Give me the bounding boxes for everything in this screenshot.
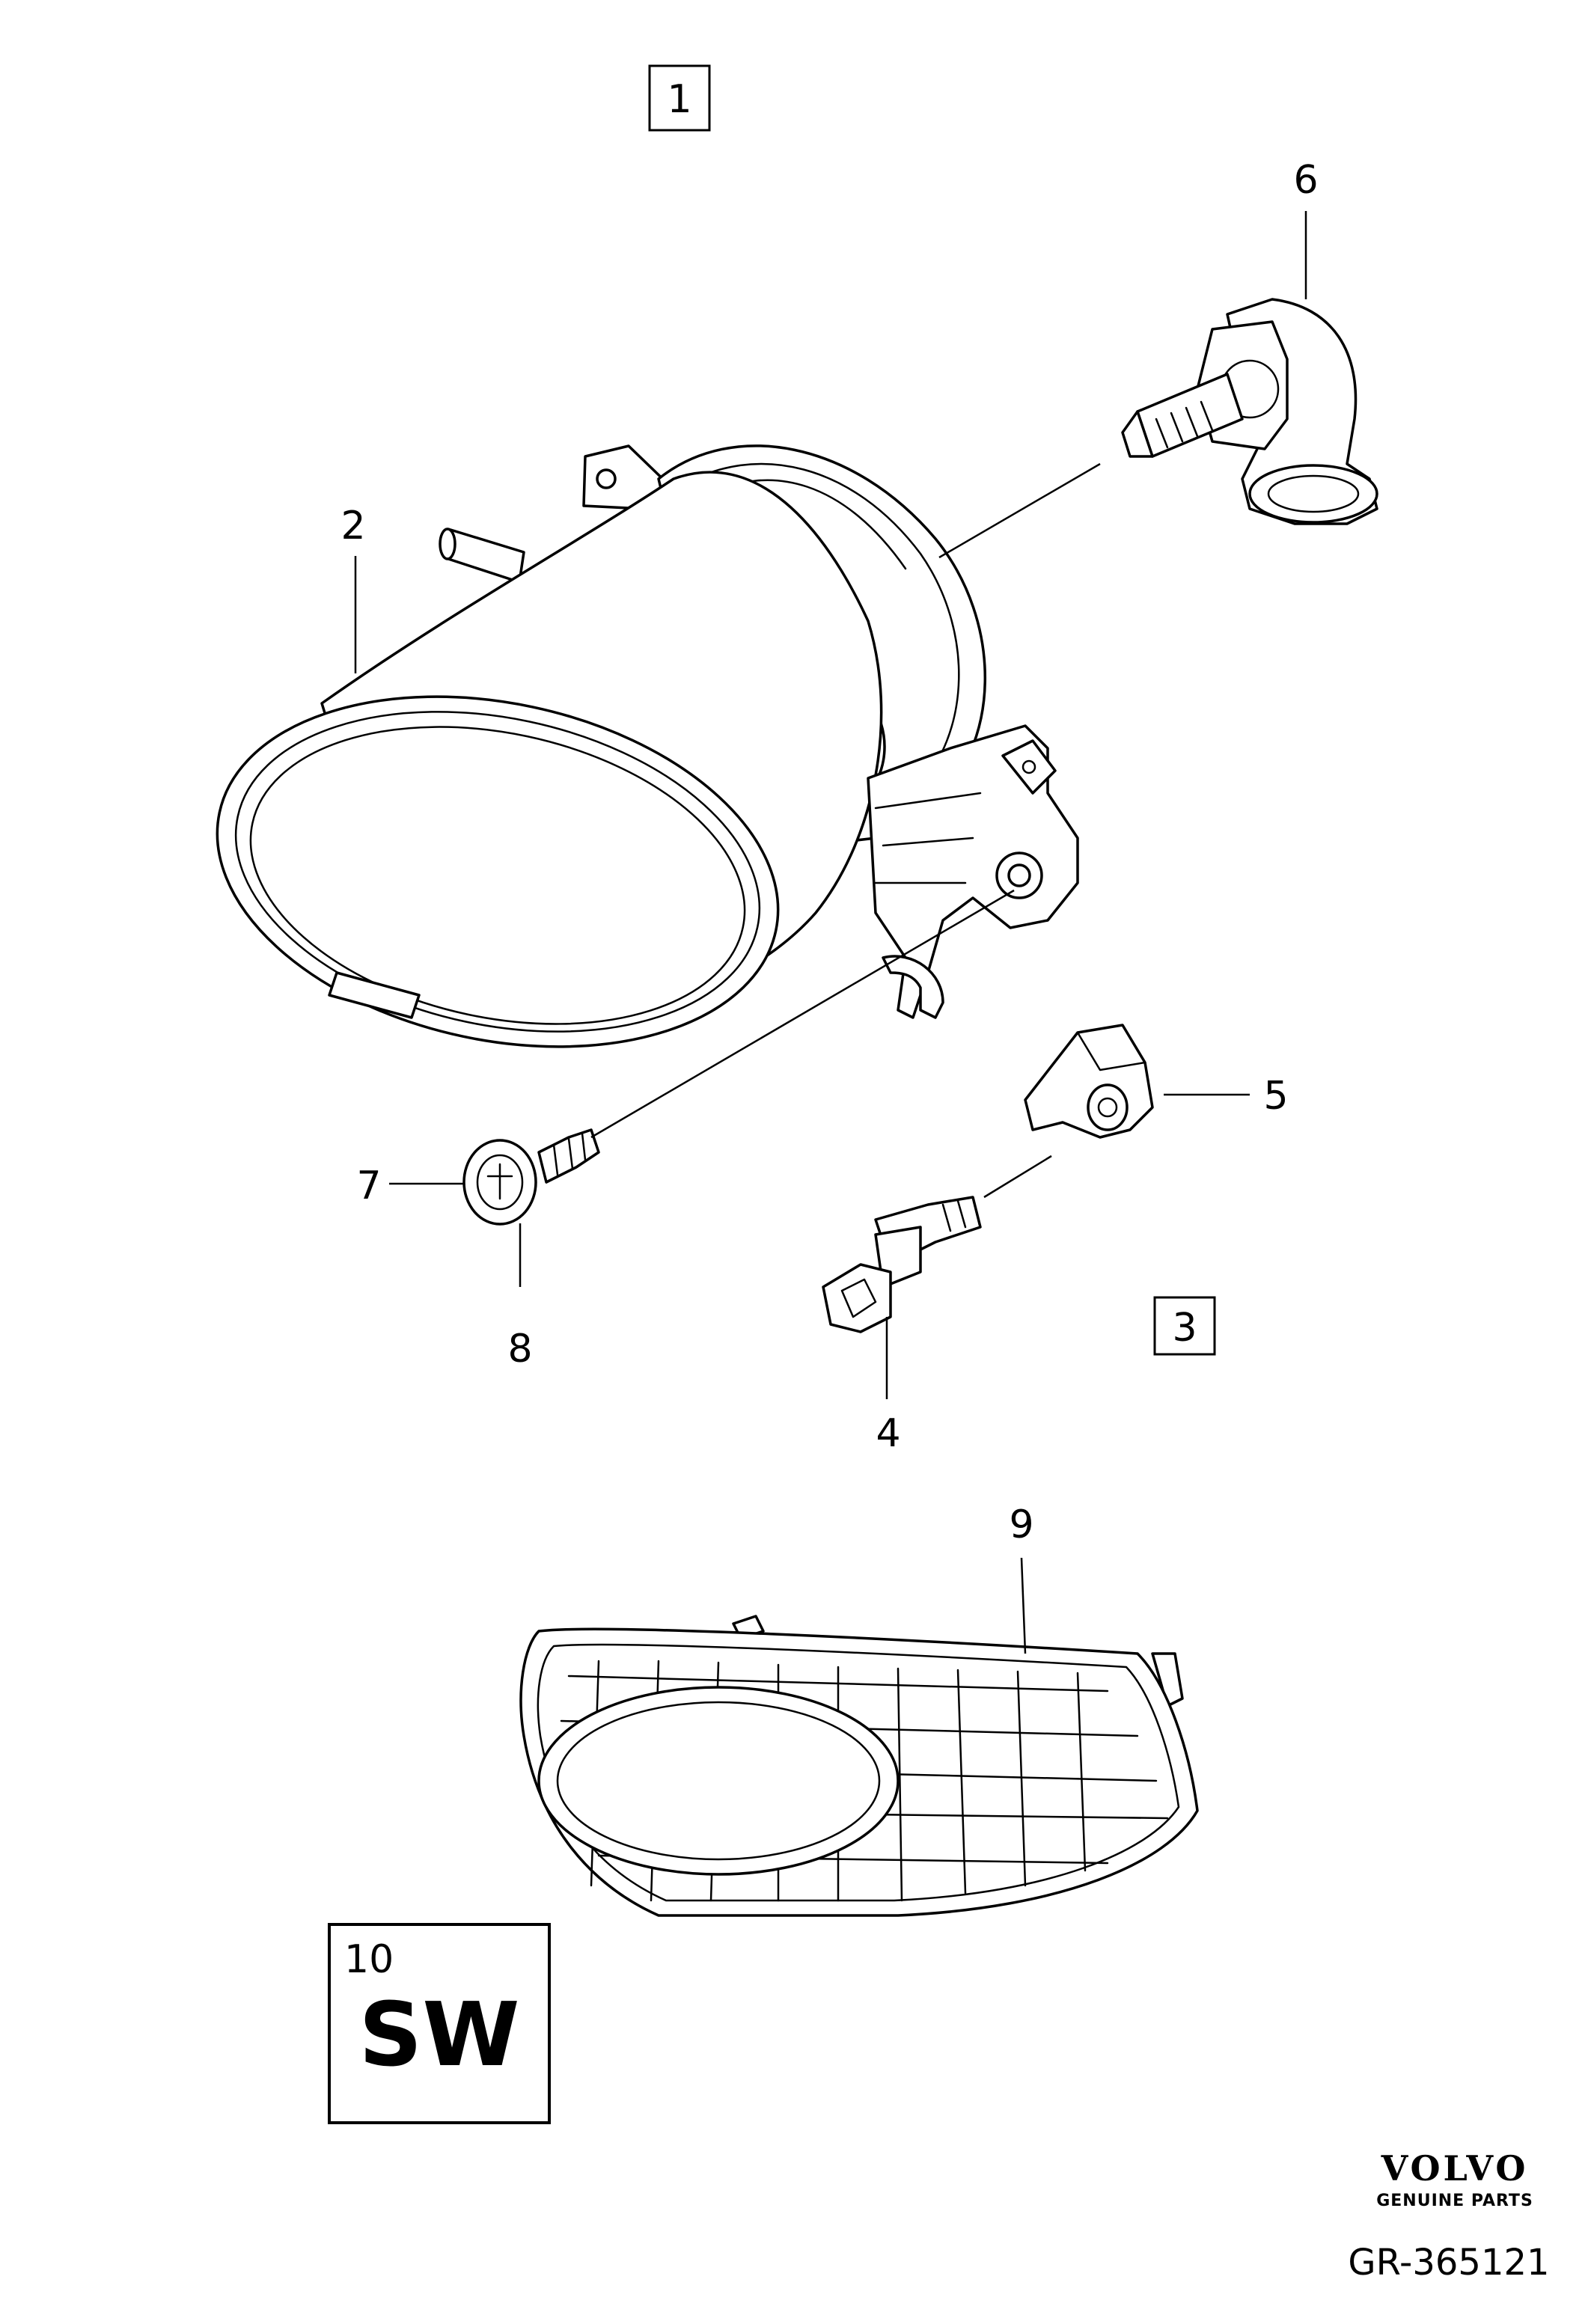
callout-box-1: 1 [648,64,711,132]
fog-lamp-grille [519,1615,1199,1917]
software-code: SW [358,1983,519,2086]
callout-box-3: 3 [1153,1296,1216,1356]
callout-4-label: 4 [876,1411,900,1456]
callout-5-label: 5 [1263,1074,1288,1119]
drawing-number: GR-365121 [1348,2242,1549,2284]
leader-lines [354,211,1307,1654]
software-box: 10 SW [328,1923,551,2124]
callout-6-label: 6 [1293,158,1318,203]
brand-logo: VOLVO [1381,2148,1529,2189]
callout-1-label: 1 [667,77,691,122]
bulb-and-socket [1121,298,1378,525]
mounting-screw [462,1128,600,1226]
callout-10-label: 10 [344,1937,394,1982]
callout-2-label: 2 [341,504,365,548]
callout-9-label: 9 [1009,1502,1033,1547]
adjuster-clip [1024,1024,1154,1139]
brand-tagline: GENUINE PARTS [1376,2192,1533,2210]
callout-7-label: 7 [356,1163,381,1208]
callout-8-label: 8 [507,1327,532,1372]
callout-3-label: 3 [1172,1306,1197,1351]
adjuster-screw [822,1196,982,1333]
fog-lamp-housing [216,444,1079,1048]
